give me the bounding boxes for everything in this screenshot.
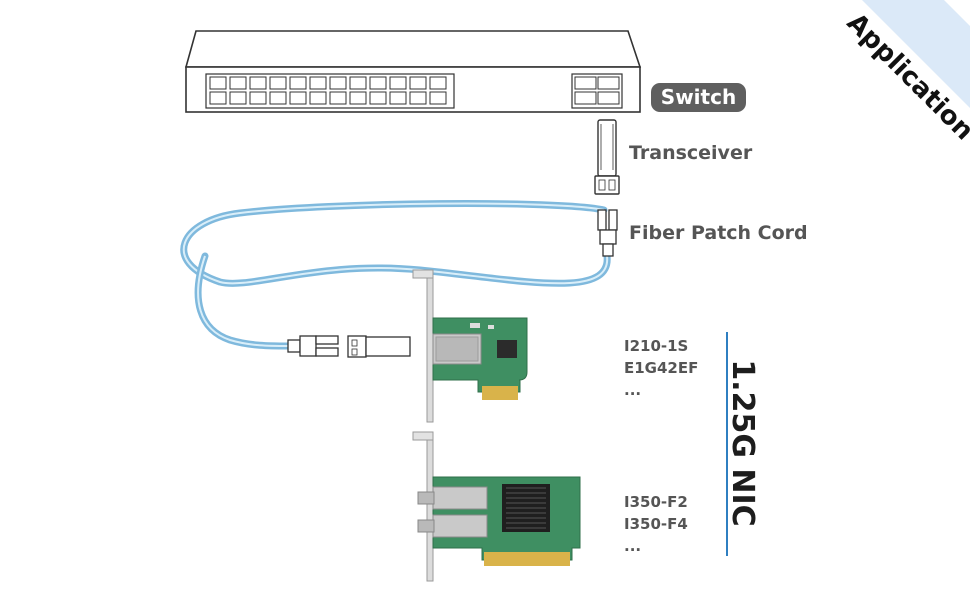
switch-port	[349, 91, 367, 105]
switch-port	[249, 76, 267, 90]
switch-port-grid	[209, 76, 447, 105]
switch-port	[329, 91, 347, 105]
switch-port	[389, 76, 407, 90]
sfp-module-inserting	[347, 335, 411, 358]
switch-port	[309, 76, 327, 90]
model-name: I210-1S	[624, 337, 689, 355]
nic-group-label: 1.25G NIC	[725, 359, 760, 527]
switch-port	[289, 76, 307, 90]
nic-dual-port-illustration	[412, 431, 581, 582]
switch-port	[269, 91, 287, 105]
model-name: E1G42EF	[624, 359, 699, 377]
switch-port	[309, 91, 327, 105]
switch-port	[329, 76, 347, 90]
switch-port	[209, 91, 227, 105]
model-name: I350-F2	[624, 493, 688, 511]
fiber-patch-cord	[180, 200, 611, 350]
switch-port	[429, 76, 447, 90]
nic-dual-port-models: I350-F2 I350-F4 ...	[624, 491, 688, 557]
switch-port	[349, 76, 367, 90]
lc-connector-left	[287, 335, 339, 357]
switch-sfp-port	[574, 91, 597, 105]
switch-port	[409, 76, 427, 90]
fiber-patch-cord-label: Fiber Patch Cord	[629, 222, 808, 244]
model-more: ...	[624, 537, 642, 555]
switch-label: Switch	[651, 83, 746, 112]
transceiver-label: Transceiver	[629, 142, 753, 164]
nic-single-port-illustration	[412, 269, 528, 423]
switch-port	[389, 91, 407, 105]
switch-sfp-port	[597, 76, 620, 90]
switch-port	[429, 91, 447, 105]
transceiver-illustration	[594, 119, 620, 195]
switch-port	[249, 91, 267, 105]
nic-single-port-models: I210-1S E1G42EF ...	[624, 335, 698, 401]
model-more: ...	[624, 381, 642, 399]
switch-sfp-port	[574, 76, 597, 90]
switch-port	[289, 91, 307, 105]
switch-port	[229, 76, 247, 90]
switch-port	[209, 76, 227, 90]
switch-port	[369, 91, 387, 105]
switch-port	[269, 76, 287, 90]
switch-port	[369, 76, 387, 90]
switch-port	[229, 91, 247, 105]
switch-port	[409, 91, 427, 105]
switch-illustration	[184, 30, 642, 113]
switch-sfp-ports	[574, 76, 620, 105]
lc-connector-top	[597, 209, 618, 257]
switch-sfp-port	[597, 91, 620, 105]
model-name: I350-F4	[624, 515, 688, 533]
